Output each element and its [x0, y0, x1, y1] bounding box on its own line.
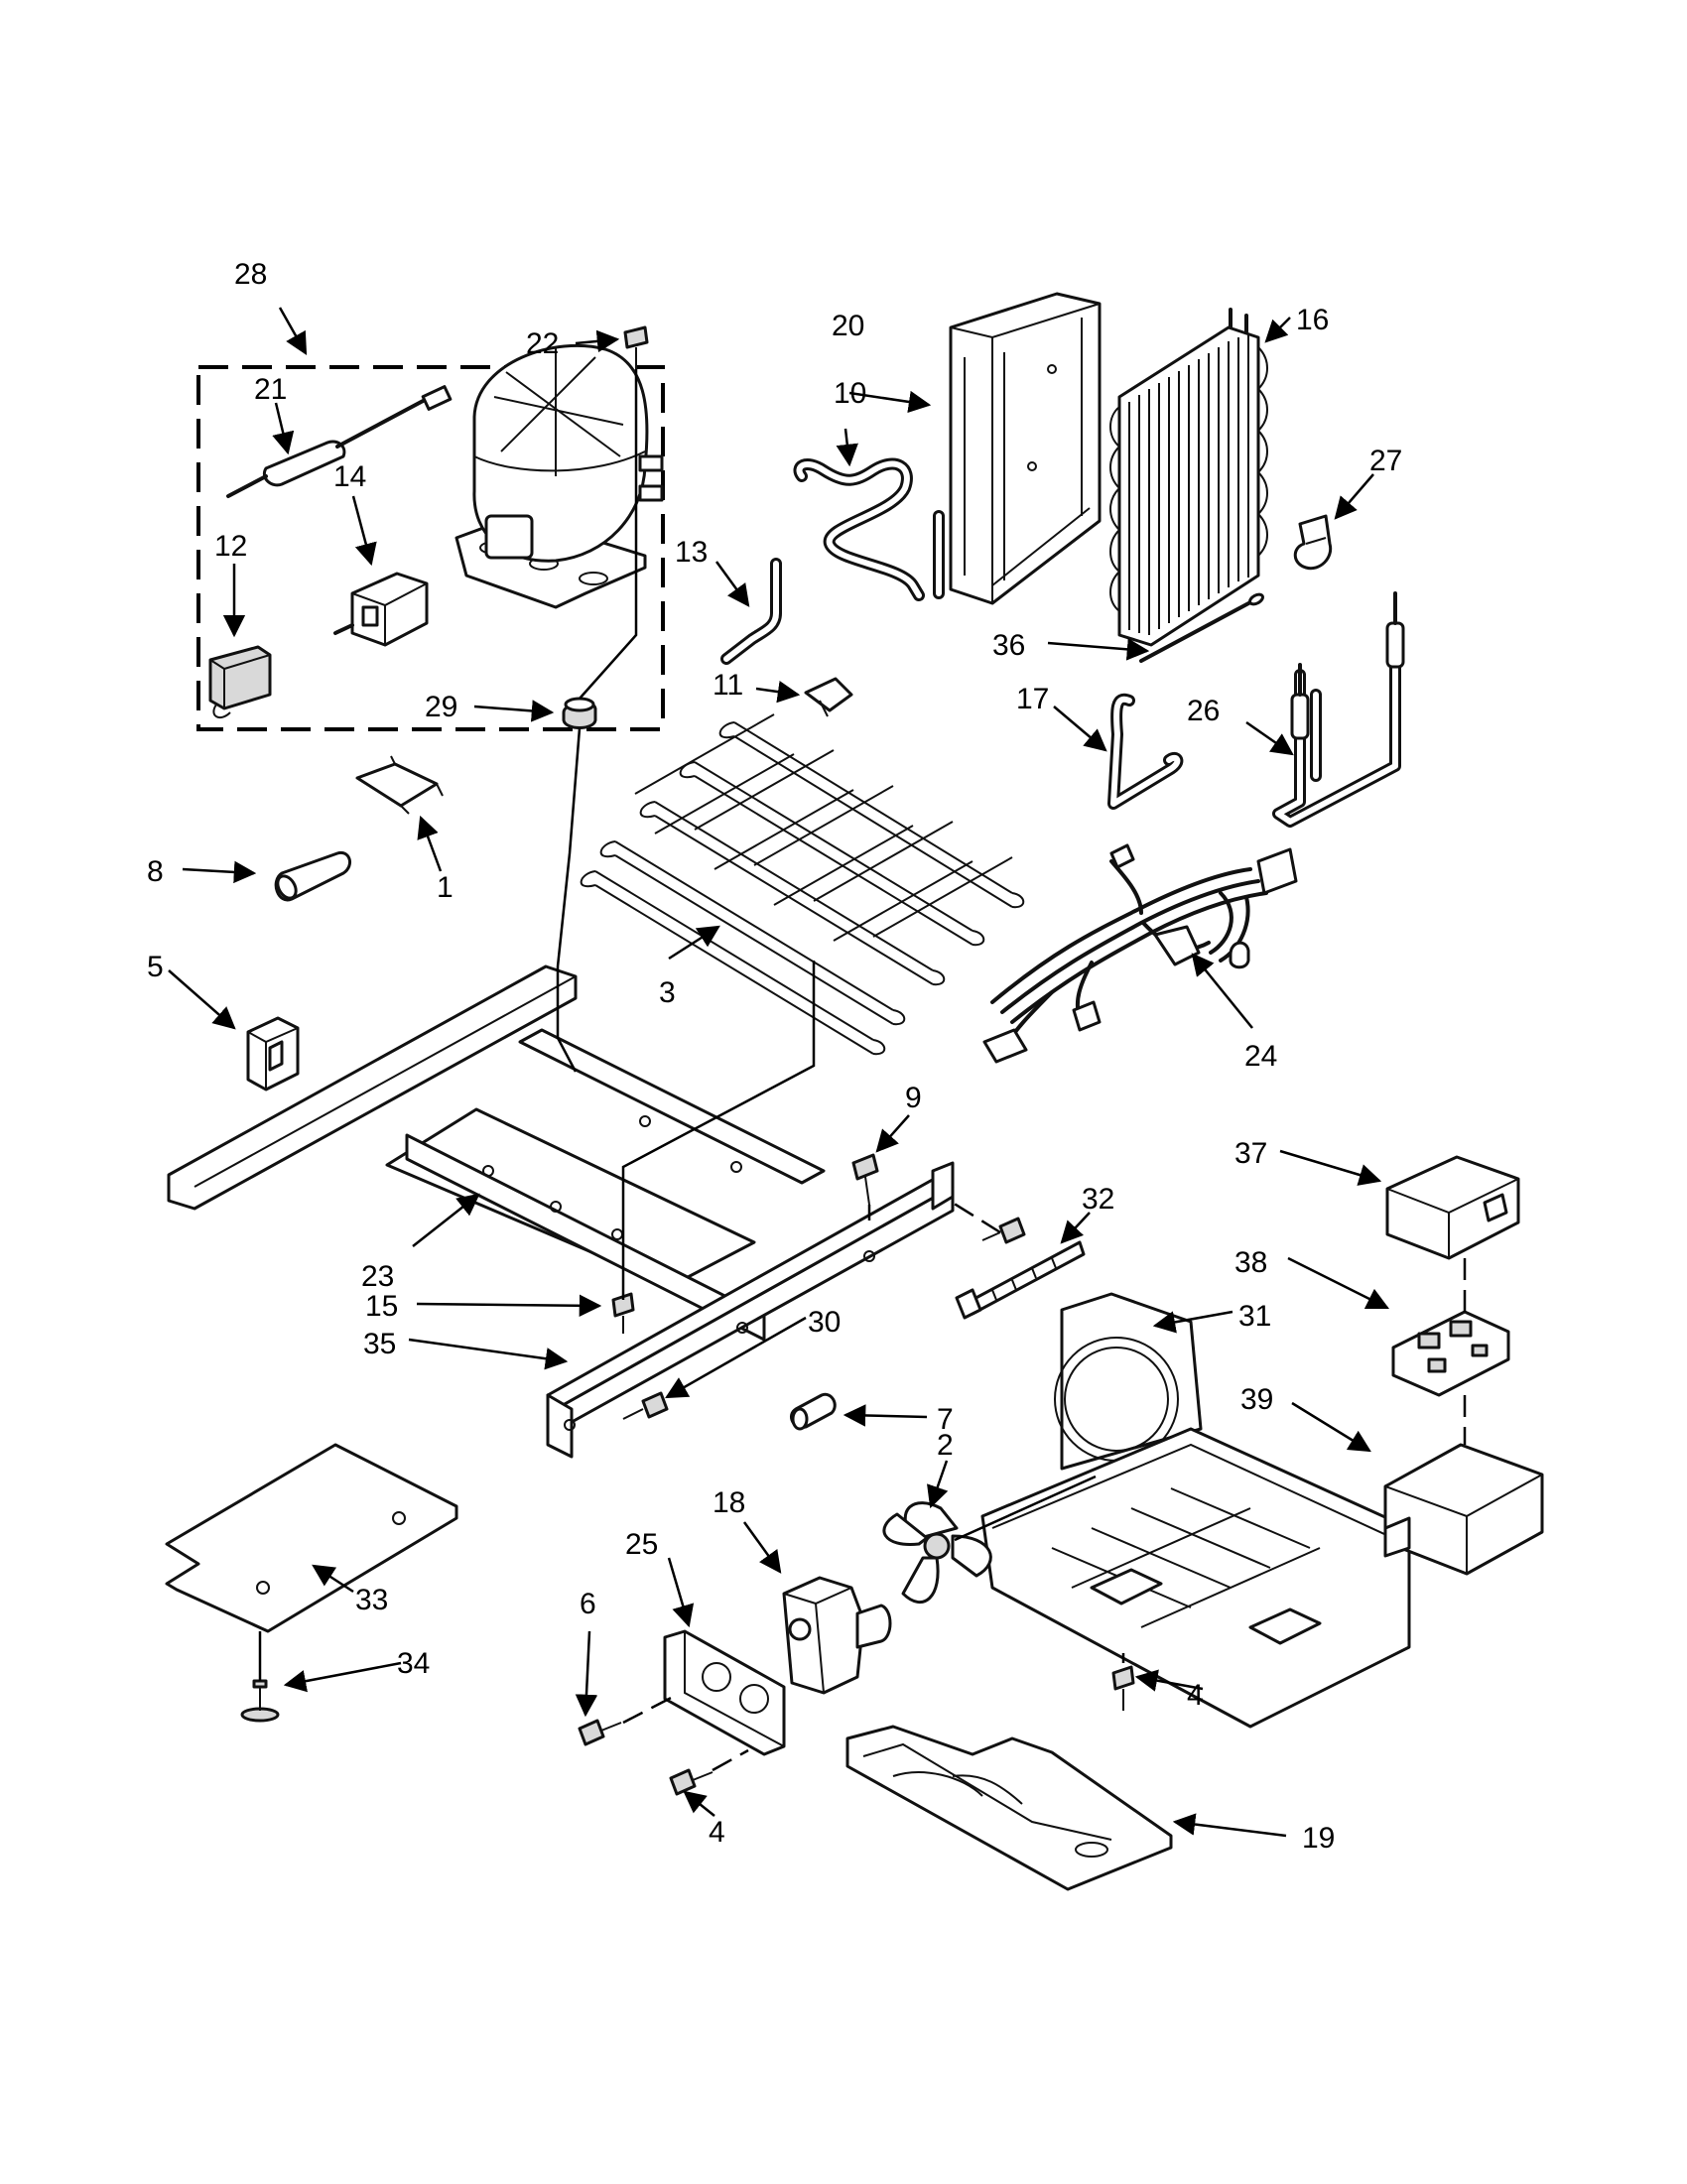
- start-relay[interactable]: [333, 572, 429, 647]
- callout-13: 13: [675, 536, 708, 569]
- callout-28: 28: [234, 258, 267, 291]
- callout-27: 27: [1369, 445, 1402, 477]
- condenser-tube[interactable]: [793, 457, 945, 601]
- callout-31: 31: [1238, 1300, 1271, 1333]
- frame-rail-23[interactable]: [167, 964, 826, 1342]
- frame-rail-35[interactable]: [546, 1161, 955, 1459]
- compressor[interactable]: [454, 343, 664, 609]
- callout-30: 30: [808, 1306, 841, 1339]
- callout-9: 9: [905, 1082, 922, 1114]
- fan-motor[interactable]: [782, 1576, 892, 1695]
- filter-drier[interactable]: [226, 385, 453, 498]
- bracket-1[interactable]: [355, 755, 444, 815]
- grommet[interactable]: [562, 697, 597, 729]
- screw-22[interactable]: [623, 325, 649, 369]
- callout-18: 18: [713, 1486, 745, 1519]
- callout-arrows: [168, 307, 1390, 1838]
- callout-11: 11: [713, 669, 743, 702]
- overload-protector[interactable]: [208, 645, 272, 719]
- coupler-7[interactable]: [790, 1392, 837, 1431]
- drain-tube[interactable]: [720, 558, 782, 665]
- screw-30[interactable]: [622, 1217, 1026, 1420]
- compressor-assembly-boundary: [196, 365, 665, 731]
- wire-harness[interactable]: [982, 843, 1298, 1064]
- bushing-8[interactable]: [274, 850, 352, 902]
- callout-26: 26: [1187, 695, 1220, 727]
- condenser[interactable]: [1109, 308, 1268, 647]
- callout-7: 7: [937, 1403, 954, 1436]
- condenser-cover[interactable]: [949, 292, 1102, 605]
- clip-5[interactable]: [246, 1016, 300, 1092]
- callout-1: 1: [437, 871, 454, 904]
- callout-36: 36: [992, 629, 1025, 662]
- screw-4-left[interactable]: [669, 1768, 714, 1796]
- drain-pan[interactable]: [845, 1725, 1173, 1891]
- screw-9[interactable]: [851, 1153, 879, 1206]
- cable-tie[interactable]: [955, 1240, 1086, 1320]
- thermistor-wire[interactable]: [1139, 592, 1264, 663]
- screw-6[interactable]: [578, 1719, 622, 1746]
- fan-blade[interactable]: [882, 1501, 992, 1605]
- control-board[interactable]: [1391, 1310, 1510, 1397]
- callout-37: 37: [1234, 1137, 1267, 1170]
- callout-15: 15: [365, 1290, 398, 1323]
- callout-19: 19: [1302, 1822, 1335, 1855]
- motor-bracket[interactable]: [663, 1629, 786, 1756]
- callout-16: 16: [1296, 304, 1329, 336]
- callout-labels: 28 22 21 14 12 29 20 10 16 27 13 36 11 1…: [147, 258, 1402, 1855]
- tube-17[interactable]: [1107, 693, 1184, 810]
- leveling-foot[interactable]: [240, 1679, 280, 1723]
- control-box-housing[interactable]: [1383, 1443, 1544, 1576]
- screw-4-right[interactable]: [1111, 1665, 1135, 1711]
- callout-10: 10: [834, 377, 866, 410]
- evaporator-coil[interactable]: [580, 713, 1025, 1056]
- assembly-lines: [258, 369, 1467, 1772]
- access-pad[interactable]: [165, 1443, 458, 1633]
- callout-23: 23: [361, 1260, 394, 1293]
- callout-32: 32: [1082, 1183, 1114, 1216]
- callout-39: 39: [1240, 1383, 1273, 1416]
- callout-25: 25: [625, 1528, 658, 1561]
- callout-14: 14: [333, 460, 366, 493]
- callout-2: 2: [937, 1429, 954, 1462]
- callout-8: 8: [147, 855, 164, 888]
- callout-34: 34: [397, 1647, 430, 1680]
- callout-6: 6: [580, 1588, 596, 1620]
- callout-20: 20: [832, 310, 864, 342]
- callout-33: 33: [355, 1584, 388, 1616]
- callout-21: 21: [254, 373, 287, 406]
- screw-15[interactable]: [611, 1292, 635, 1334]
- callout-12: 12: [214, 530, 247, 563]
- callout-24: 24: [1244, 1040, 1277, 1073]
- control-box-cover[interactable]: [1385, 1155, 1520, 1260]
- callout-29: 29: [425, 691, 457, 723]
- tube-26[interactable]: [1272, 591, 1405, 828]
- callout-17: 17: [1016, 683, 1049, 715]
- base-pan-shroud[interactable]: [980, 1292, 1411, 1729]
- callout-3: 3: [659, 976, 676, 1009]
- callout-22: 22: [526, 327, 559, 360]
- callout-4-right: 4: [1187, 1679, 1204, 1712]
- callout-4-left: 4: [709, 1816, 725, 1849]
- callout-38: 38: [1234, 1246, 1267, 1279]
- clip-11[interactable]: [804, 677, 853, 717]
- callout-35: 35: [363, 1328, 396, 1360]
- clip-27[interactable]: [1293, 514, 1333, 571]
- callout-5: 5: [147, 951, 164, 983]
